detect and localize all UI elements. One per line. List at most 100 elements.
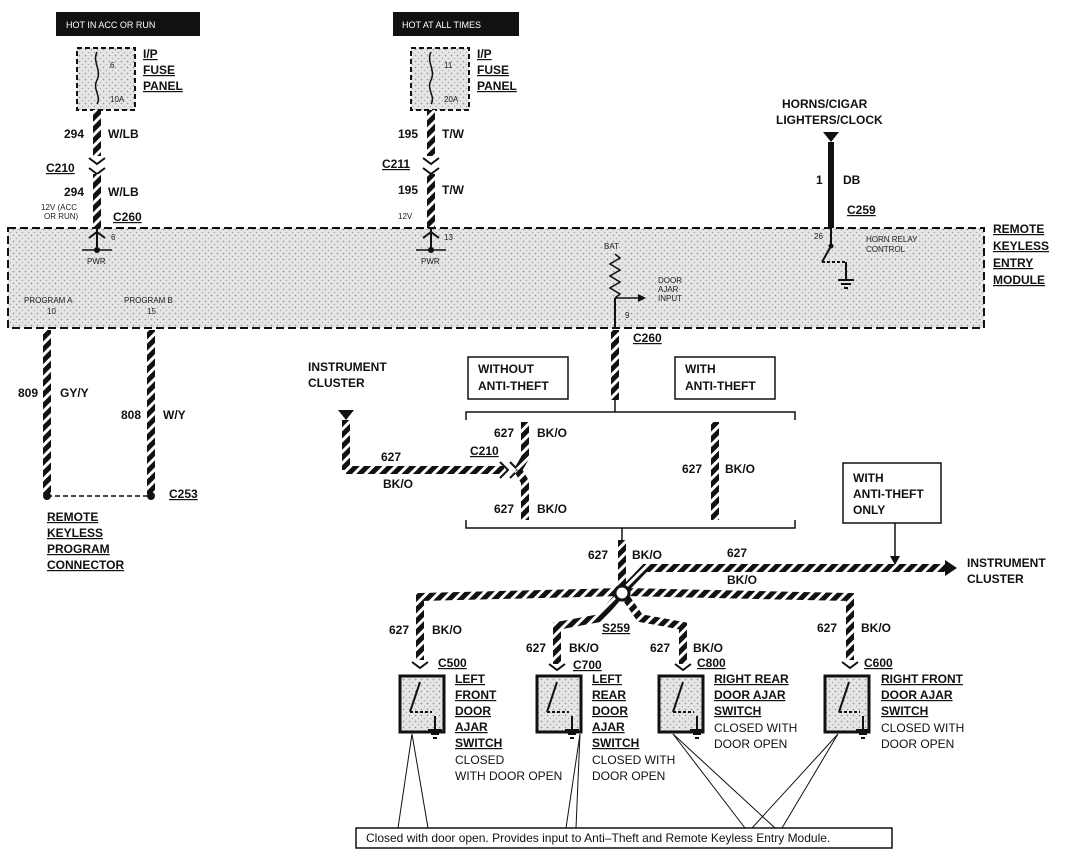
lr-wire-label: 627	[526, 641, 546, 655]
svg-text:ANTI-THEFT: ANTI-THEFT	[685, 379, 756, 393]
footnote: Closed with door open. Provides input to…	[355, 827, 893, 849]
svg-text:DOOR AJAR: DOOR AJAR	[881, 688, 953, 702]
svg-text:INSTRUMENT: INSTRUMENT	[308, 360, 387, 374]
svg-text:WITH DOOR OPEN: WITH DOOR OPEN	[455, 769, 562, 783]
wire-294: 294 W/LB C210 294 W/LB 12V (ACC OR RUN) …	[41, 110, 142, 228]
svg-text:PANEL: PANEL	[143, 79, 183, 93]
svg-text:PROGRAM B: PROGRAM B	[124, 296, 173, 305]
svg-text:1: 1	[816, 173, 823, 187]
fuse-left: 6 10A I/P FUSE PANEL	[76, 47, 183, 111]
with-anti-theft-only-box: WITH ANTI-THEFT ONLY	[842, 462, 942, 565]
svg-text:ONLY: ONLY	[853, 503, 885, 517]
svg-text:CLOSED WITH: CLOSED WITH	[592, 753, 675, 767]
svg-text:PWR: PWR	[87, 257, 106, 266]
svg-text:T/W: T/W	[442, 127, 465, 141]
instrument-cluster-lower: INSTRUMENT CLUSTER	[967, 556, 1046, 586]
svg-text:BK/O: BK/O	[383, 477, 413, 491]
instrument-cluster-upper: INSTRUMENT CLUSTER 627 BK/O C210	[308, 360, 504, 491]
svg-text:C700: C700	[573, 658, 602, 672]
svg-text:CLOSED WITH: CLOSED WITH	[714, 721, 797, 735]
svg-text:FUSE: FUSE	[143, 63, 175, 77]
svg-text:KEYLESS: KEYLESS	[47, 526, 103, 540]
svg-text:10: 10	[47, 307, 56, 316]
svg-text:HORN RELAY: HORN RELAY	[866, 235, 918, 244]
with-anti-theft-box: WITH ANTI-THEFT	[674, 356, 776, 400]
svg-text:KEYLESS: KEYLESS	[993, 239, 1049, 253]
svg-text:DOOR AJAR: DOOR AJAR	[714, 688, 786, 702]
svg-text:SWITCH: SWITCH	[881, 704, 928, 718]
svg-text:DOOR: DOOR	[455, 704, 491, 718]
svg-text:WITH: WITH	[685, 362, 716, 376]
svg-text:PROGRAM: PROGRAM	[47, 542, 110, 556]
svg-text:S259: S259	[602, 621, 630, 635]
svg-text:REMOTE: REMOTE	[47, 510, 98, 524]
svg-text:627: 627	[682, 462, 702, 476]
right-front-door-ajar-switch: C600 RIGHT FRONT DOOR AJAR SWITCH CLOSED…	[823, 656, 964, 751]
svg-text:12V (ACC: 12V (ACC	[41, 203, 77, 212]
svg-text:PROGRAM A: PROGRAM A	[24, 296, 73, 305]
svg-text:PWR: PWR	[421, 257, 440, 266]
horns-feed: HORNS/CIGAR LIGHTERS/CLOCK 1 DB C259	[776, 97, 883, 228]
svg-text:INPUT: INPUT	[658, 294, 682, 303]
svg-text:WITH: WITH	[853, 471, 884, 485]
rf-wire-label: 627	[817, 621, 837, 635]
svg-text:DOOR: DOOR	[658, 276, 682, 285]
svg-text:RIGHT FRONT: RIGHT FRONT	[881, 672, 964, 686]
svg-text:ENTRY: ENTRY	[993, 256, 1033, 270]
svg-text:10A: 10A	[110, 95, 125, 104]
svg-text:627: 627	[494, 426, 514, 440]
svg-text:W/LB: W/LB	[108, 185, 139, 199]
svg-text:C500: C500	[438, 656, 467, 670]
wire-809: 809 GY/Y	[18, 330, 89, 500]
svg-text:CONTROL: CONTROL	[866, 245, 906, 254]
wire-808: 808 W/Y	[121, 330, 186, 500]
fuse-right: 11 20A I/P FUSE PANEL	[410, 47, 517, 111]
svg-text:MODULE: MODULE	[993, 273, 1045, 287]
svg-text:I/P: I/P	[477, 47, 492, 61]
svg-text:HOT IN ACC OR RUN: HOT IN ACC OR RUN	[66, 20, 155, 30]
svg-text:DOOR OPEN: DOOR OPEN	[881, 737, 954, 751]
svg-text:GY/Y: GY/Y	[60, 386, 89, 400]
svg-text:AJAR: AJAR	[658, 285, 679, 294]
svg-text:PANEL: PANEL	[477, 79, 517, 93]
svg-text:DOOR: DOOR	[592, 704, 628, 718]
svg-text:808: 808	[121, 408, 141, 422]
svg-text:6: 6	[110, 61, 115, 70]
svg-text:BK/O: BK/O	[632, 548, 662, 562]
svg-text:BK/O: BK/O	[537, 502, 567, 516]
svg-text:CLUSTER: CLUSTER	[967, 572, 1024, 586]
svg-text:DOOR OPEN: DOOR OPEN	[714, 737, 787, 751]
svg-text:LIGHTERS/CLOCK: LIGHTERS/CLOCK	[776, 113, 883, 127]
svg-text:ANTI-THEFT: ANTI-THEFT	[478, 379, 549, 393]
svg-text:12V: 12V	[398, 212, 413, 221]
svg-text:LEFT: LEFT	[592, 672, 623, 686]
svg-text:REAR: REAR	[592, 688, 626, 702]
svg-text:WITHOUT: WITHOUT	[478, 362, 535, 376]
right-rear-door-ajar-switch: C800 RIGHT REAR DOOR AJAR SWITCH CLOSED …	[657, 656, 797, 751]
svg-text:C260: C260	[633, 331, 662, 345]
svg-text:BK/O: BK/O	[725, 462, 755, 476]
svg-text:Closed with door open. Provid: Closed with door open. Provides input to…	[366, 831, 830, 845]
svg-text:CLOSED: CLOSED	[455, 753, 505, 767]
svg-text:CLOSED WITH: CLOSED WITH	[881, 721, 964, 735]
svg-text:OR RUN): OR RUN)	[44, 212, 79, 221]
svg-text:LEFT: LEFT	[455, 672, 486, 686]
power-label-acc: HOT IN ACC OR RUN	[56, 12, 200, 36]
rf-wire-color: BK/O	[861, 621, 891, 635]
svg-text:FRONT: FRONT	[455, 688, 497, 702]
svg-text:C600: C600	[864, 656, 893, 670]
svg-text:9: 9	[625, 311, 630, 320]
svg-text:CONNECTOR: CONNECTOR	[47, 558, 124, 572]
svg-text:195: 195	[398, 183, 418, 197]
svg-text:C800: C800	[697, 656, 726, 670]
svg-text:20A: 20A	[444, 95, 459, 104]
svg-text:AJAR: AJAR	[455, 720, 488, 734]
svg-text:C210: C210	[46, 161, 75, 175]
svg-text:26: 26	[814, 232, 823, 241]
svg-text:REMOTE: REMOTE	[993, 222, 1044, 236]
callout-lines	[397, 733, 839, 829]
svg-text:C253: C253	[169, 487, 198, 501]
power-label-always: HOT AT ALL TIMES	[393, 12, 519, 36]
svg-text:I/P: I/P	[143, 47, 158, 61]
